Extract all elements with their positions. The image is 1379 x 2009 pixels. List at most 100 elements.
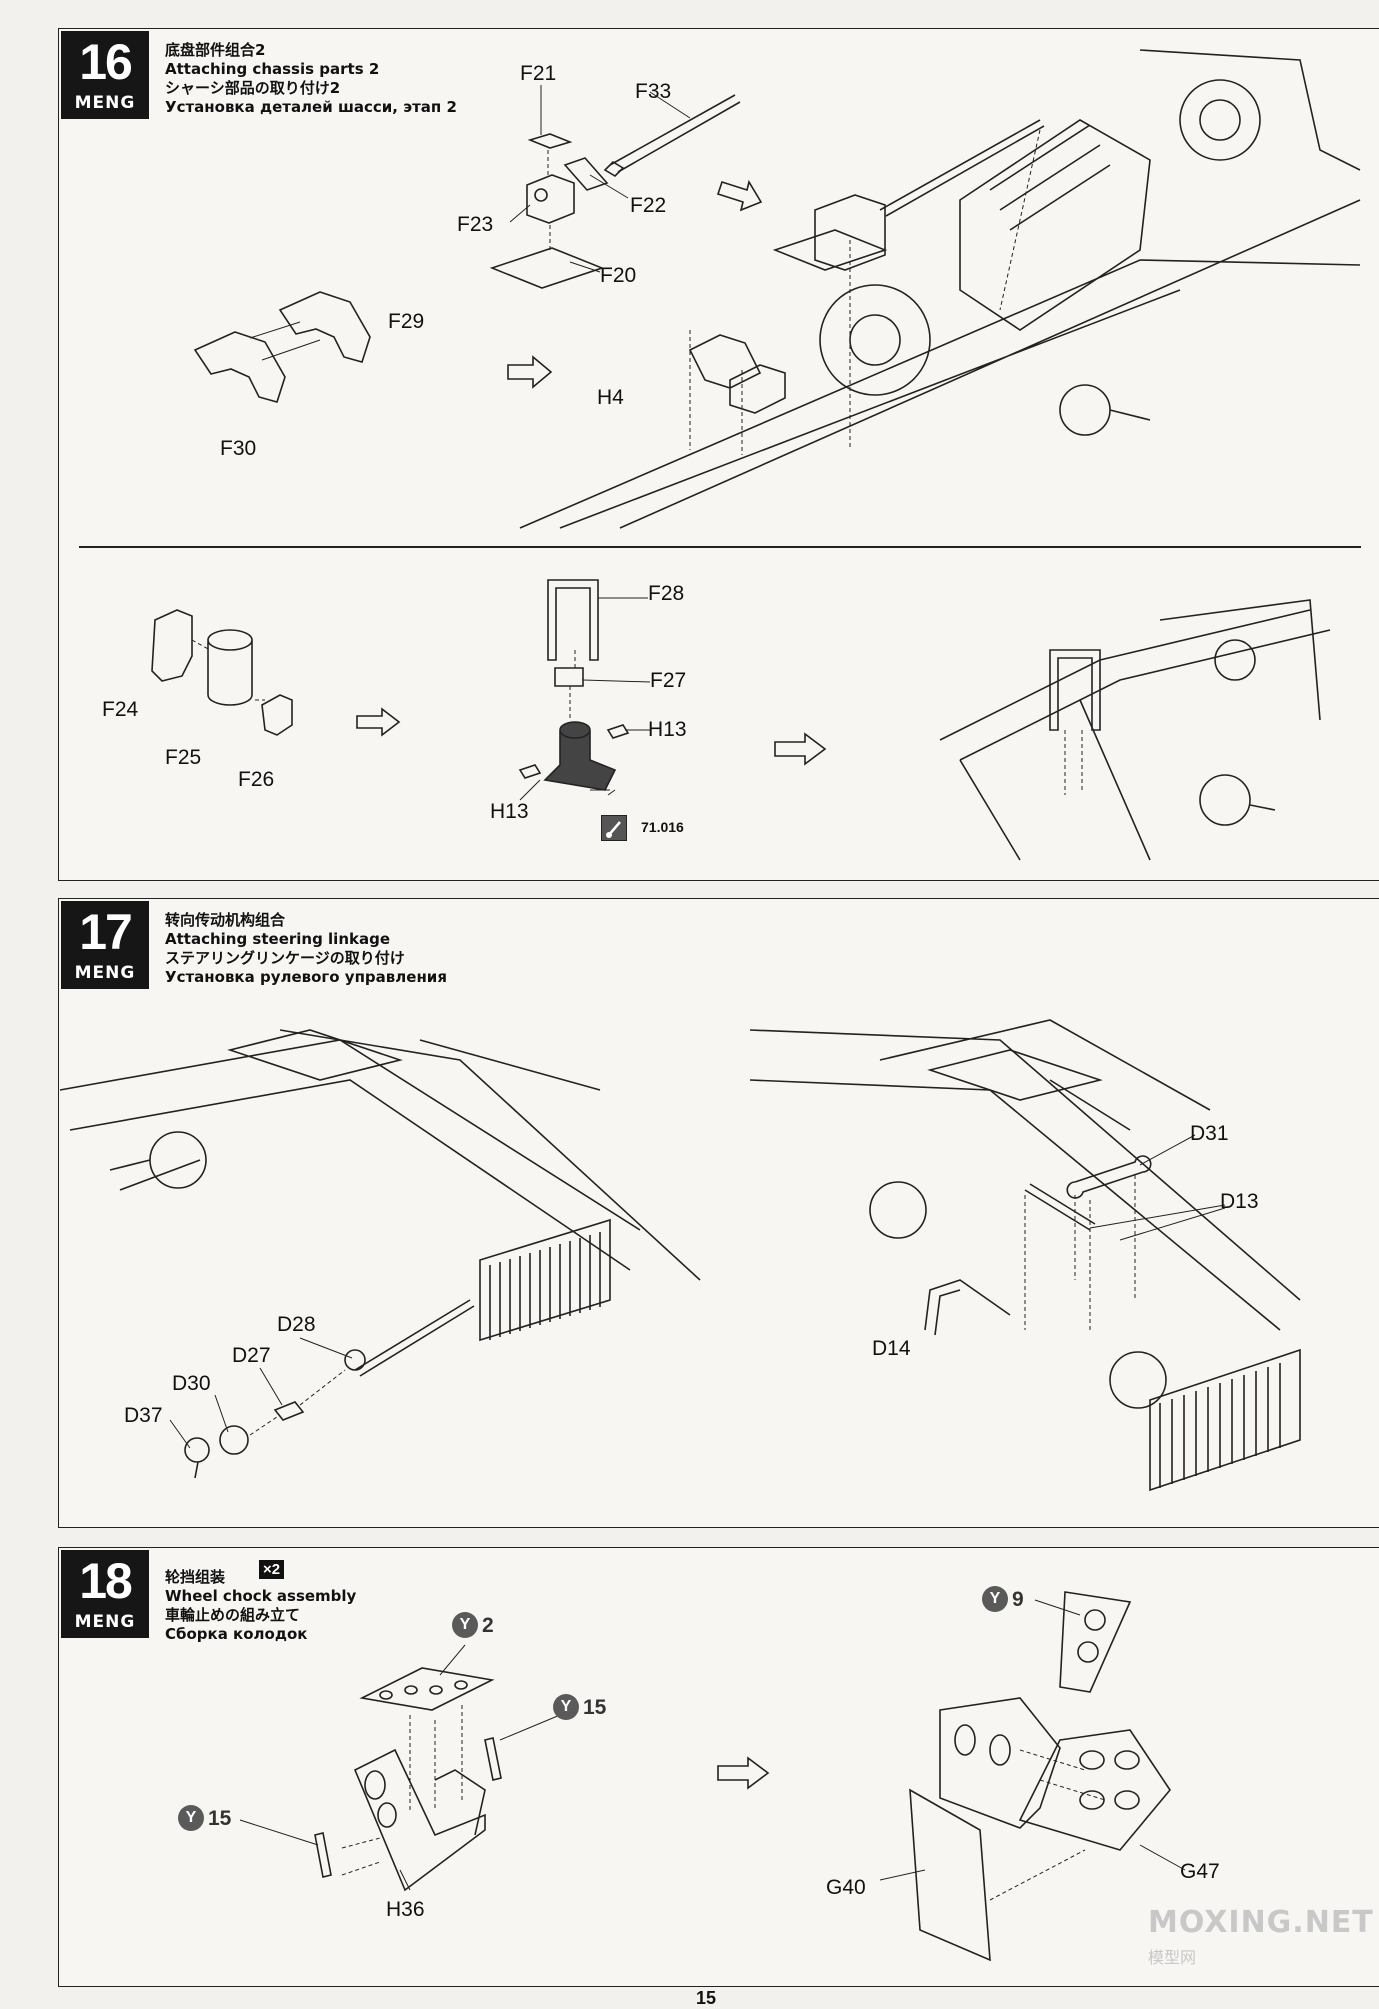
part-d31 bbox=[1066, 1155, 1152, 1199]
step-16-badge: 16 MENG bbox=[61, 31, 149, 119]
step-16-panel: 16 MENG 底盘部件组合2 Attaching chassis parts … bbox=[58, 28, 1379, 881]
part-f22 bbox=[563, 157, 609, 191]
quantity-badge: ×2 bbox=[259, 1560, 285, 1579]
arrow-right-icon bbox=[774, 732, 827, 766]
part-label: F20 bbox=[600, 264, 637, 287]
watermark-sub: 模型网 bbox=[1148, 1948, 1197, 1967]
part-label: F27 bbox=[650, 669, 687, 692]
y-part-number: 2 bbox=[482, 1614, 494, 1637]
step-17-titles: 转向传动机构组合 Attaching steering linkage ステアリ… bbox=[165, 911, 447, 987]
part-f28 bbox=[547, 579, 599, 661]
part-d30 bbox=[219, 1425, 249, 1455]
paint-code: 71.016 bbox=[641, 819, 684, 835]
part-label: F22 bbox=[630, 194, 667, 217]
part-d37 bbox=[184, 1437, 210, 1479]
radiator-left bbox=[479, 1218, 611, 1342]
substep-divider bbox=[79, 546, 1361, 548]
part-label: F23 bbox=[457, 213, 494, 236]
title-ja: シャーシ部品の取り付け2 bbox=[165, 79, 341, 97]
arrow-right-icon bbox=[356, 707, 401, 737]
title-ru: Установка рулевого управления bbox=[165, 968, 447, 986]
part-d14 bbox=[924, 1279, 1011, 1336]
arrow-right-icon bbox=[717, 1756, 770, 1790]
part-y15-left bbox=[314, 1832, 332, 1878]
arrow-right-icon bbox=[507, 355, 553, 389]
y-part-number: 15 bbox=[208, 1807, 232, 1830]
step-number: 18 bbox=[79, 1553, 133, 1609]
chassis-frame bbox=[519, 49, 1361, 529]
jack-part bbox=[543, 721, 617, 791]
title-ja: ステアリングリンケージの取り付け bbox=[165, 949, 405, 967]
part-h13-right bbox=[606, 724, 630, 739]
step-17-badge: 17 MENG bbox=[61, 901, 149, 989]
part-label: F33 bbox=[635, 80, 672, 103]
part-f27 bbox=[554, 667, 584, 687]
title-ja: 車輪止めの組み立て bbox=[165, 1606, 301, 1624]
part-label: F28 bbox=[648, 582, 685, 605]
step-18-badge: 18 MENG bbox=[61, 1550, 149, 1638]
part-d13 bbox=[1024, 1183, 1096, 1231]
step-17-panel: 17 MENG 转向传动机构组合 Attaching steering link… bbox=[58, 898, 1379, 1528]
part-y9-plate bbox=[1059, 1591, 1132, 1693]
part-d28 bbox=[344, 1349, 366, 1371]
watermark: MOXING.NET bbox=[1148, 1905, 1374, 1940]
part-h36 bbox=[353, 1748, 486, 1892]
steering-linkage-left bbox=[354, 1299, 475, 1377]
title-zh: 转向传动机构组合 bbox=[165, 911, 286, 929]
y-sprue-marker: Y bbox=[553, 1694, 579, 1720]
part-d27 bbox=[273, 1401, 305, 1421]
part-f33-joint bbox=[603, 160, 625, 178]
y-sprue-marker: Y bbox=[452, 1612, 478, 1638]
part-f24 bbox=[151, 609, 193, 682]
axle-left bbox=[109, 1131, 207, 1189]
title-zh: 底盘部件组合2 bbox=[165, 41, 266, 59]
step-number: 17 bbox=[79, 904, 133, 960]
part-label: F21 bbox=[520, 62, 557, 85]
plate-right bbox=[927, 1049, 1103, 1101]
shaft-assembly bbox=[879, 119, 1045, 217]
side-panel-left bbox=[939, 1697, 1061, 1829]
title-en: Wheel chock assembly bbox=[165, 1587, 357, 1605]
title-en: Attaching steering linkage bbox=[165, 930, 391, 948]
part-y15-right bbox=[484, 1737, 502, 1781]
y-part-number: 15 bbox=[583, 1696, 607, 1719]
part-h13-left bbox=[518, 764, 542, 779]
page-number: 15 bbox=[696, 1988, 717, 2008]
step-16-titles: 底盘部件组合2 Attaching chassis parts 2 シャーシ部品… bbox=[165, 41, 457, 117]
part-label: H4 bbox=[597, 386, 624, 409]
part-label: D14 bbox=[872, 1337, 911, 1360]
part-f21 bbox=[527, 133, 573, 149]
step-18-titles: 轮挡组装 Wheel chock assembly 車輪止めの組み立て Сбор… bbox=[165, 1568, 356, 1644]
title-ru: Сборка колодок bbox=[165, 1625, 308, 1643]
step-number: 16 bbox=[79, 34, 133, 90]
brand-logo: MENG bbox=[74, 93, 136, 113]
part-label: D31 bbox=[1190, 1122, 1229, 1145]
paint-brush-icon bbox=[601, 815, 627, 841]
part-label: F25 bbox=[165, 746, 202, 769]
part-label: D27 bbox=[232, 1344, 271, 1367]
title-ru: Установка деталей шасси, этап 2 bbox=[165, 98, 457, 116]
step-16-drawings bbox=[151, 49, 1361, 861]
part-g47 bbox=[1018, 1729, 1171, 1851]
transmission bbox=[819, 284, 931, 396]
part-f25 bbox=[207, 629, 253, 706]
radiator-right bbox=[1149, 1348, 1301, 1492]
part-f26 bbox=[261, 694, 293, 736]
brand-logo: MENG bbox=[74, 1612, 136, 1632]
axle-lower-right bbox=[1199, 639, 1276, 826]
part-y2-plate bbox=[359, 1667, 495, 1711]
axle-right bbox=[1059, 384, 1151, 436]
part-label: D13 bbox=[1220, 1190, 1259, 1213]
y-part-number: 9 bbox=[1012, 1588, 1024, 1611]
arrow-right-icon bbox=[716, 179, 763, 212]
part-f30 bbox=[193, 331, 286, 403]
axle-right bbox=[869, 1181, 1167, 1409]
part-label: G40 bbox=[826, 1876, 866, 1899]
plate-left bbox=[227, 1029, 403, 1081]
part-label: F29 bbox=[388, 310, 425, 333]
engine-block bbox=[959, 119, 1151, 331]
part-label: D30 bbox=[172, 1372, 211, 1395]
brand-logo: MENG bbox=[74, 963, 136, 983]
